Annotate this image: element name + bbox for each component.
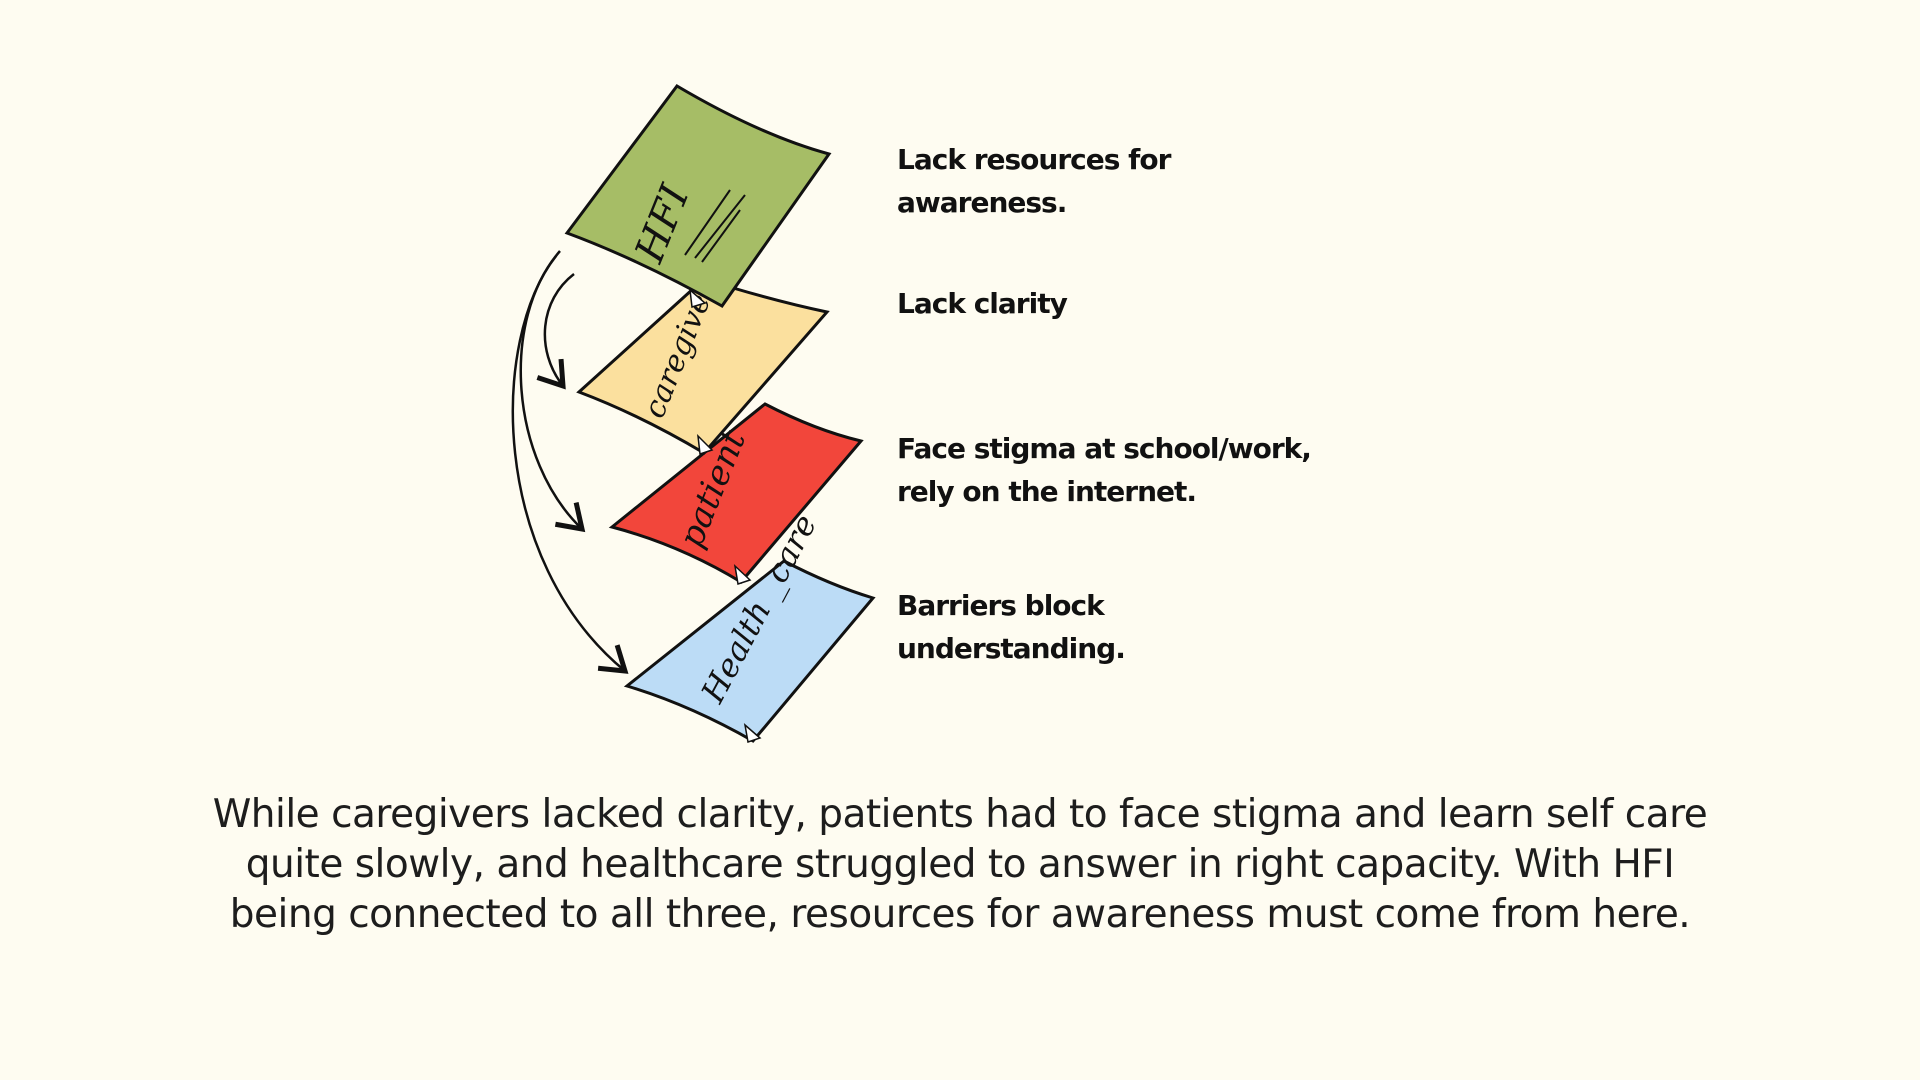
description-line: rely on the internet. [897,475,1197,508]
description-caregiver: Lack clarity [897,282,1068,325]
caption-line: While caregivers lacked clarity, patient… [212,792,1708,837]
description-line: awareness. [897,186,1067,219]
caption-line: being connected to all three, resources … [229,892,1691,937]
caption-paragraph: While caregivers lacked clarity, patient… [0,790,1920,940]
note-hfi: HFI [564,84,832,308]
description-line: Face stigma at school/work, [897,432,1312,465]
description-patient: Face stigma at school/work, rely on the … [897,427,1312,513]
description-line: understanding. [897,632,1126,665]
note-patient: patient [608,402,864,585]
description-line: Lack clarity [897,287,1068,320]
caption-line: quite slowly, and healthcare struggled t… [245,842,1675,887]
description-healthcare: Barriers block understanding. [897,584,1126,670]
description-line: Lack resources for [897,143,1171,176]
description-hfi: Lack resources for awareness. [897,138,1171,224]
description-line: Barriers block [897,589,1105,622]
arrow-to-caregiver [536,273,575,390]
arrow-to-healthcare [511,255,629,674]
arrow-to-patient [519,250,586,533]
